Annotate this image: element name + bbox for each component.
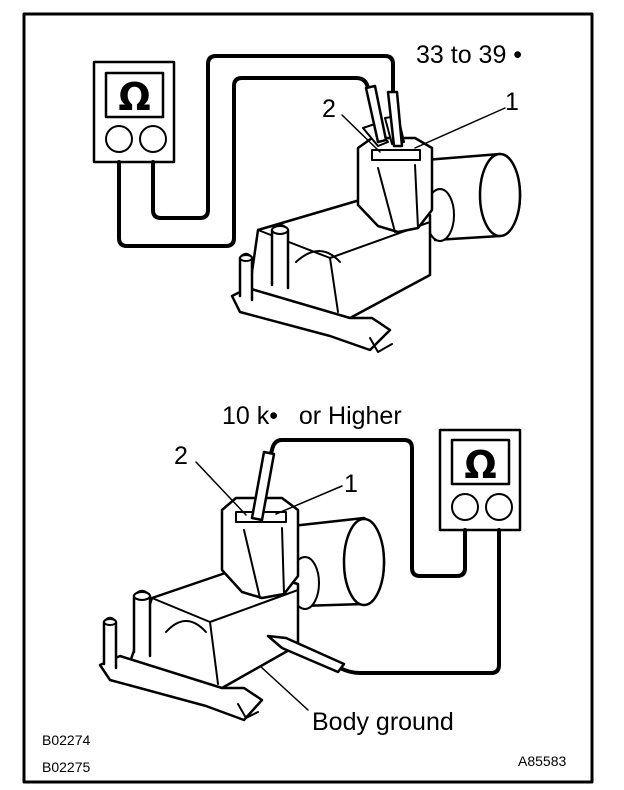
bottom-meter-jack-right [485, 493, 513, 521]
body-ground-label: Body ground [312, 708, 454, 736]
top-ohmmeter: Ω [92, 60, 176, 164]
bottom-meter-jack-left [451, 493, 479, 521]
figure-code-bottom-left: B02275 [42, 759, 90, 775]
top-meter-jack-right [139, 125, 167, 153]
top-test: Ω [92, 41, 522, 353]
bottom-resistance-reading: 10 k• or Higher [222, 402, 402, 430]
bottom-leader-1 [275, 485, 343, 515]
bottom-ground-probe [266, 634, 346, 674]
body-ground-leader [259, 665, 309, 711]
top-leader-2 [341, 114, 381, 153]
top-vsv-valve [230, 115, 522, 353]
bottom-vsv-valve [98, 496, 386, 722]
top-lead-wires [117, 54, 395, 248]
bottom-ohmmeter: Ω [438, 428, 522, 532]
bottom-terminal-2-label: 2 [174, 442, 188, 470]
bottom-terminal-1-label: 1 [344, 470, 358, 498]
bottom-leader-2 [195, 461, 247, 516]
top-ohm-symbol: Ω [118, 75, 150, 119]
bottom-test: Ω [98, 402, 522, 736]
figure-code-top-left: B02274 [42, 732, 90, 748]
bottom-lead-wires [268, 438, 501, 675]
bottom-ohm-symbol: Ω [464, 443, 496, 487]
top-leader-1 [414, 107, 506, 149]
top-terminal-1-label: 1 [505, 88, 519, 116]
bottom-connector-probe [250, 450, 276, 522]
top-terminal-2-label: 2 [322, 95, 336, 123]
top-resistance-reading: 33 to 39 • [416, 41, 522, 69]
figure-code-right: A85583 [518, 753, 566, 769]
figure-frame [22, 12, 594, 784]
top-meter-jack-left [105, 125, 133, 153]
top-probes [364, 84, 404, 148]
